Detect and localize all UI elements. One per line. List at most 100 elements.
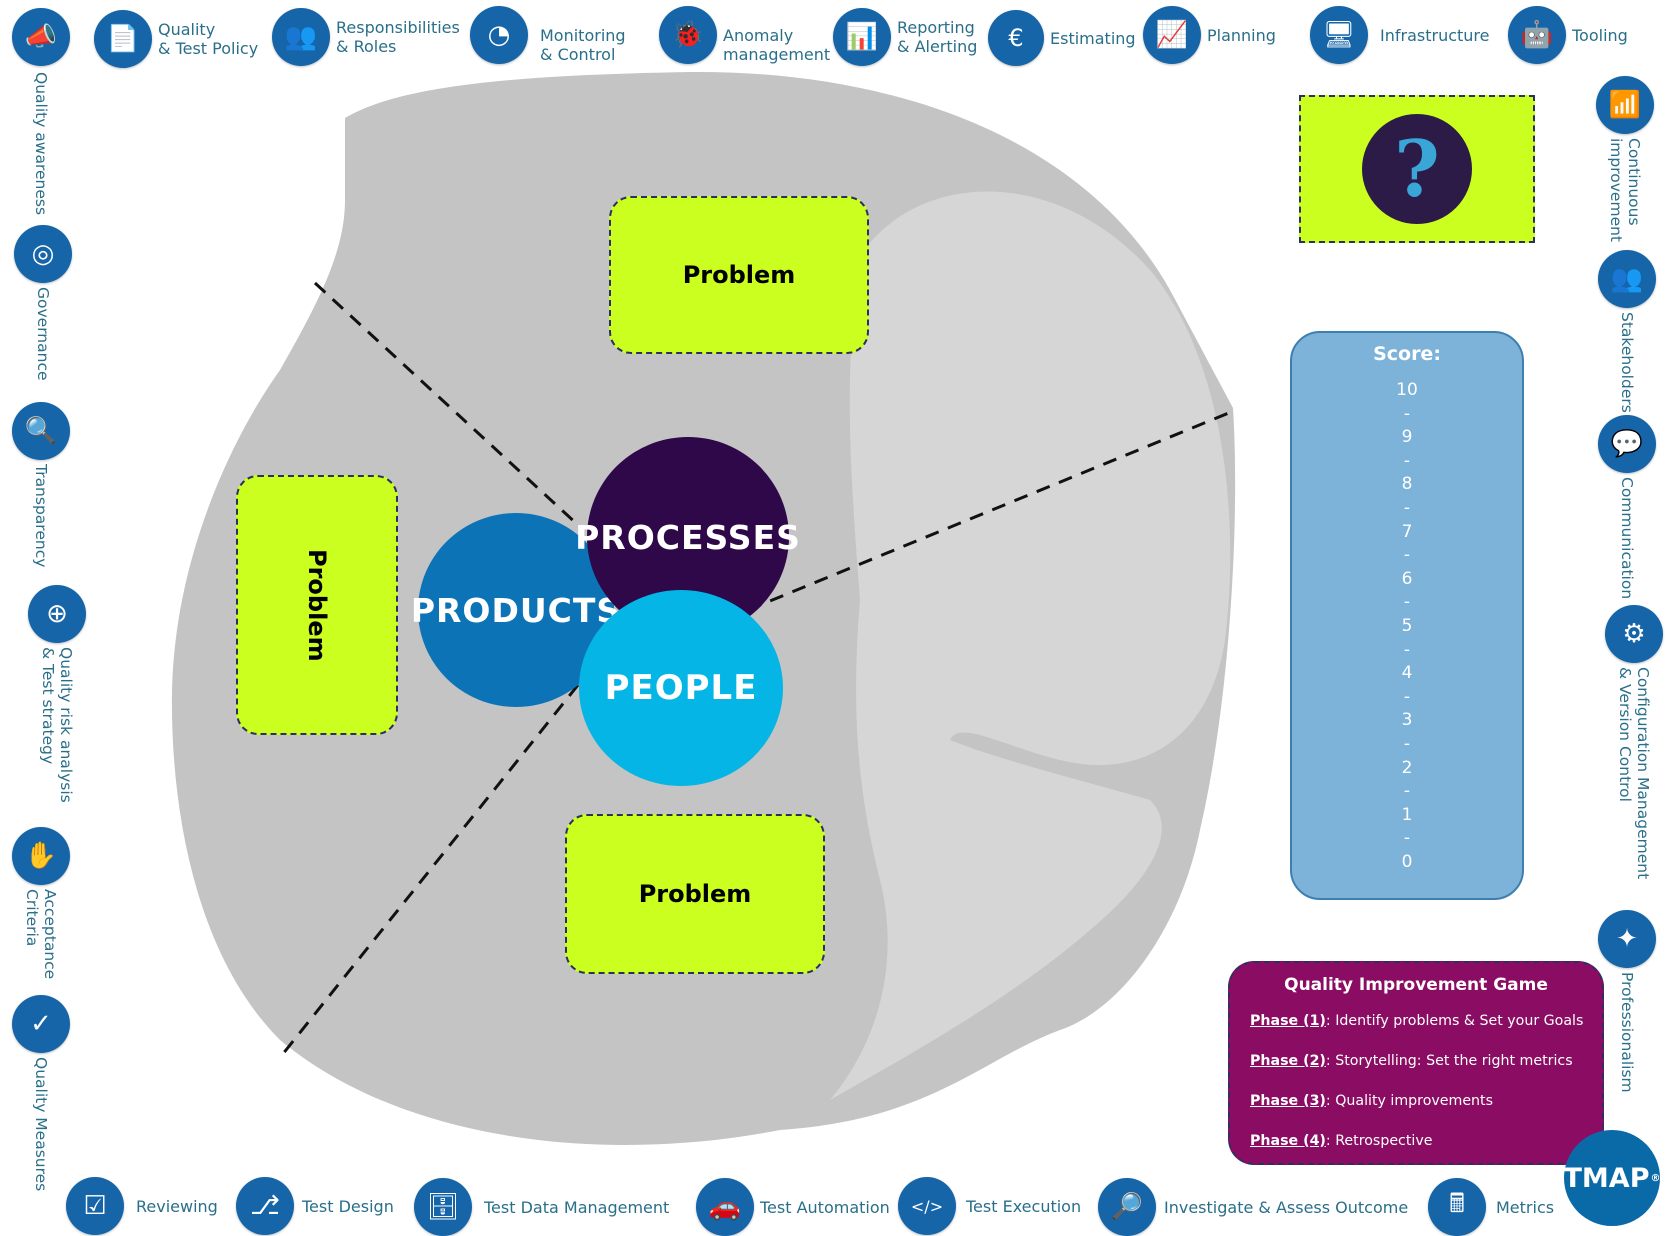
left-item-transparency[interactable]: 🔍 Transparency (12, 402, 70, 567)
phase-row: Phase (4): Retrospective (1250, 1121, 1602, 1161)
top-item-infrastructure[interactable]: 🖥 Infrastructure (1310, 6, 1489, 64)
cloud-monitor-icon: 🖥 (1310, 6, 1368, 64)
top-item-label: Quality & Test Policy (158, 20, 259, 58)
top-item-estimating[interactable]: € Estimating (988, 10, 1136, 66)
score-separator: - (1403, 497, 1411, 518)
bottom-item-label: Test Automation (760, 1197, 890, 1217)
registered-mark: ® (1650, 1172, 1661, 1184)
top-item-label: Monitoring & Control (540, 26, 626, 64)
top-item-reporting-alerting[interactable]: 📊 Reporting & Alerting (833, 8, 977, 66)
top-item-planning[interactable]: 📈 Planning (1143, 6, 1276, 64)
tmap-logo: TMAP® (1564, 1130, 1661, 1226)
bottom-item-reviewing[interactable]: ☑ Reviewing (66, 1177, 218, 1235)
megaphone-icon: 📣 (12, 8, 70, 66)
problem-box-bottom[interactable]: Problem (565, 814, 825, 974)
calculator-icon: 🖩 (1428, 1178, 1486, 1236)
left-item-governance[interactable]: ◎ Governance (14, 225, 72, 381)
top-item-responsibilities-roles[interactable]: 👥 Responsibilities & Roles (272, 8, 460, 66)
phase-label: Phase (2) (1250, 1053, 1326, 1069)
medal-icon: ✦ (1598, 910, 1656, 968)
left-item-label: Quality awareness (32, 72, 50, 216)
bottom-item-metrics[interactable]: 🖩 Metrics (1428, 1178, 1554, 1236)
top-item-monitoring-control[interactable]: ◔ Monitoring & Control (470, 6, 626, 64)
phase-label: Phase (3) (1250, 1093, 1326, 1109)
top-item-megaphone[interactable]: 📣 (12, 8, 70, 66)
top-item-quality-test-policy[interactable]: 📄 Quality & Test Policy (94, 10, 258, 68)
bug-icon: 🐞 (659, 6, 717, 64)
bottom-item-test-automation[interactable]: 🚗 Test Automation (696, 1178, 890, 1236)
score-value[interactable]: 0 (1401, 851, 1413, 872)
divider-line-bottom-left (280, 684, 580, 1056)
people-icon: 👥 (272, 8, 330, 66)
left-item-quality-awareness[interactable]: 📣 Quality awareness (12, 10, 70, 215)
bottom-item-label: Metrics (1496, 1197, 1555, 1217)
right-item-configuration-management[interactable]: ⚙ Configuration Management & Version Con… (1598, 605, 1665, 879)
score-separator: - (1403, 828, 1411, 849)
light-lobe (830, 191, 1231, 1100)
left-item-label: Acceptance Criteria (23, 889, 59, 980)
phase-text: : Identify problems & Set your Goals (1325, 1013, 1584, 1029)
score-value[interactable]: 3 (1401, 710, 1413, 731)
top-item-label: Anomaly management (723, 26, 831, 64)
checklist-icon: ☑ (66, 1177, 124, 1235)
top-item-label: Estimating (1050, 28, 1136, 48)
problem-box-top[interactable]: Problem (609, 196, 869, 354)
speedometer-icon: ◔ (470, 6, 528, 64)
products-circle: PRODUCTS (411, 513, 620, 707)
score-value[interactable]: 4 (1401, 663, 1413, 684)
phase-label: Phase (1) (1250, 1013, 1326, 1029)
right-item-label: Stakeholders (1618, 312, 1636, 413)
phase-row: Phase (1): Identify problems & Set your … (1250, 1001, 1602, 1041)
bottom-item-label: Investigate & Assess Outcome (1164, 1197, 1409, 1217)
right-item-label: Professionalism (1618, 972, 1636, 1093)
robot-icon: 🤖 (1508, 6, 1566, 64)
left-item-quality-measures[interactable]: ✓ Quality Measures (12, 995, 70, 1191)
score-separator: - (1403, 592, 1411, 613)
speech-bubbles-icon: 💬 (1598, 415, 1656, 473)
score-separator: - (1403, 403, 1411, 424)
score-value[interactable]: 8 (1401, 474, 1413, 495)
divider-line-right (747, 408, 1237, 612)
bottom-item-test-data-management[interactable]: 🗄 Test Data Management (414, 1178, 669, 1236)
left-item-label: Governance (34, 287, 52, 381)
right-item-continuous-improvement[interactable]: 📶 Continuous improvement (1596, 76, 1654, 242)
magnifier-icon: 🔍 (12, 402, 70, 460)
phase-text: : Storytelling: Set the right metrics (1325, 1053, 1573, 1069)
score-value[interactable]: 6 (1401, 568, 1413, 589)
phase-row: Phase (2): Storytelling: Set the right m… (1250, 1041, 1602, 1081)
score-separator: - (1403, 450, 1411, 471)
right-item-stakeholders[interactable]: 👥 Stakeholders (1598, 250, 1656, 413)
score-value[interactable]: 7 (1401, 521, 1413, 542)
right-item-communication[interactable]: 💬 Communication (1598, 415, 1656, 599)
car-icon: 🚗 (696, 1178, 754, 1236)
top-item-label: Reporting & Alerting (897, 18, 978, 56)
presentation-icon: 📊 (833, 8, 891, 66)
question-card[interactable]: ? (1299, 95, 1535, 243)
score-value[interactable]: 9 (1401, 427, 1413, 448)
document-icon: 📄 (94, 10, 152, 68)
left-item-acceptance-criteria[interactable]: ✋ Acceptance Criteria (12, 827, 70, 979)
score-value[interactable]: 1 (1401, 804, 1413, 825)
bottom-item-label: Test Execution (966, 1196, 1082, 1216)
score-title: Score: (1373, 343, 1441, 365)
divider-line-top-left (313, 281, 580, 527)
top-item-tooling[interactable]: 🤖 Tooling (1508, 6, 1628, 64)
bottom-item-investigate-assess-outcome[interactable]: 🔎 Investigate & Assess Outcome (1098, 1178, 1408, 1236)
score-value[interactable]: 2 (1401, 757, 1413, 778)
top-item-anomaly-management[interactable]: 🐞 Anomaly management (659, 6, 830, 64)
right-item-professionalism[interactable]: ✦ Professionalism (1598, 910, 1656, 1093)
group-icon: 👥 (1598, 250, 1656, 308)
code-person-icon: </> (898, 1177, 956, 1235)
euro-icon: € (988, 10, 1044, 66)
left-item-quality-risk-analysis[interactable]: ⊕ Quality risk analysis & Test strategy (12, 585, 102, 803)
score-value[interactable]: 5 (1401, 615, 1413, 636)
score-value[interactable]: 10 (1396, 380, 1418, 400)
question-mark-icon: ? (1362, 114, 1472, 224)
line-chart-icon: 📈 (1143, 6, 1201, 64)
problem-box-left[interactable]: Problem (236, 475, 398, 735)
bottom-item-test-design[interactable]: ⎇ Test Design (236, 1177, 394, 1235)
score-separator: - (1403, 545, 1411, 566)
problem-label: Problem (682, 261, 796, 289)
bottom-item-test-execution[interactable]: </> Test Execution (898, 1177, 1081, 1235)
bottom-item-label: Test Design (302, 1196, 394, 1216)
